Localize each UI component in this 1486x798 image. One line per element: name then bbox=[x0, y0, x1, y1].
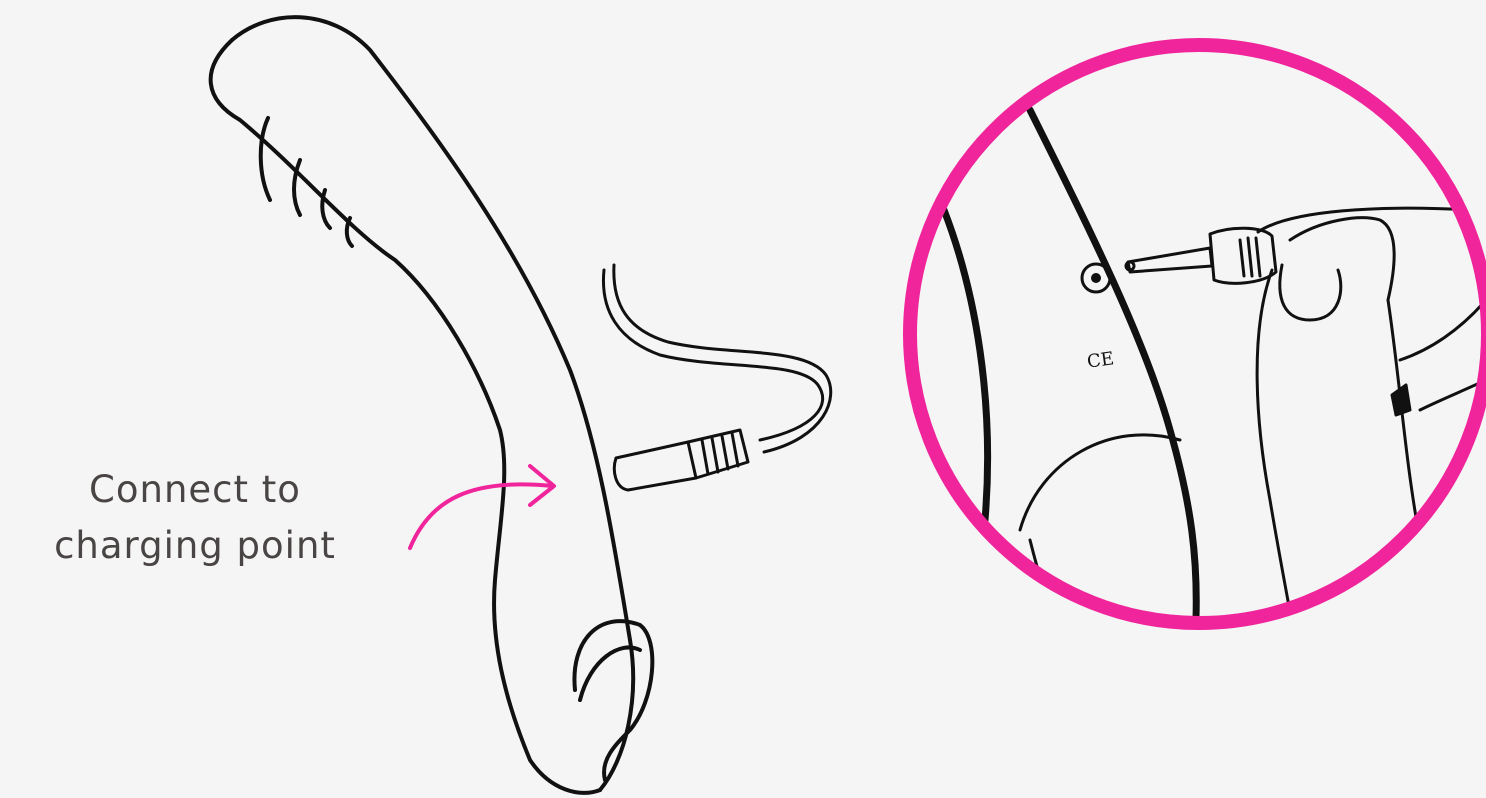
callout-text: Connect to charging point bbox=[0, 462, 390, 574]
charging-cable-icon bbox=[603, 265, 830, 490]
curved-arrow-icon bbox=[410, 466, 554, 548]
ce-marking: CE bbox=[1086, 348, 1116, 373]
device-outline-icon bbox=[211, 17, 653, 793]
callout-line-1: Connect to bbox=[0, 462, 390, 518]
callout-line-2: charging point bbox=[0, 518, 390, 574]
